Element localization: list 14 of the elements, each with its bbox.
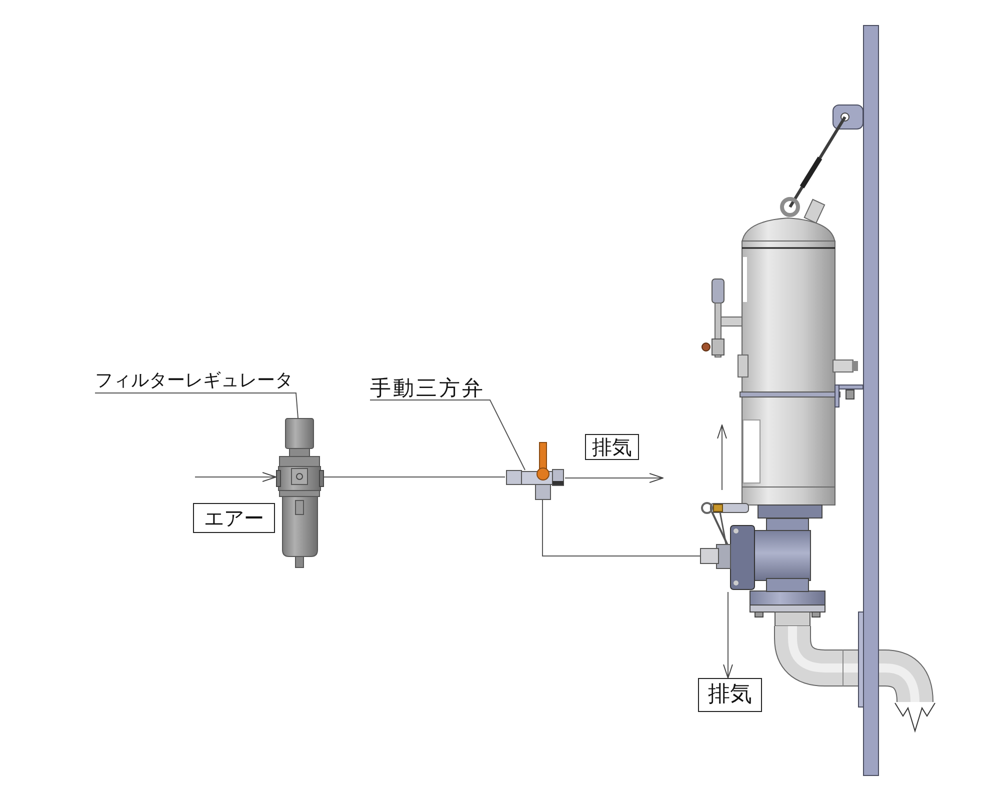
part-label: 手動三方弁 [370, 376, 485, 400]
air-tube [542, 500, 700, 556]
filter-regulator [276, 418, 324, 568]
part-label: フィルターレギュレータ [95, 369, 293, 393]
flow-arrow [723, 592, 733, 678]
leader-line [370, 400, 526, 470]
flow-label: エアー [193, 503, 275, 533]
flow-arrow [564, 473, 664, 483]
leader-line [94, 392, 298, 418]
flow-label: 排気 [698, 678, 762, 712]
air-tube [324, 476, 506, 478]
flow-arrow [194, 472, 276, 482]
flow-label: 排気 [585, 434, 639, 460]
three-way-valve [505, 440, 565, 500]
